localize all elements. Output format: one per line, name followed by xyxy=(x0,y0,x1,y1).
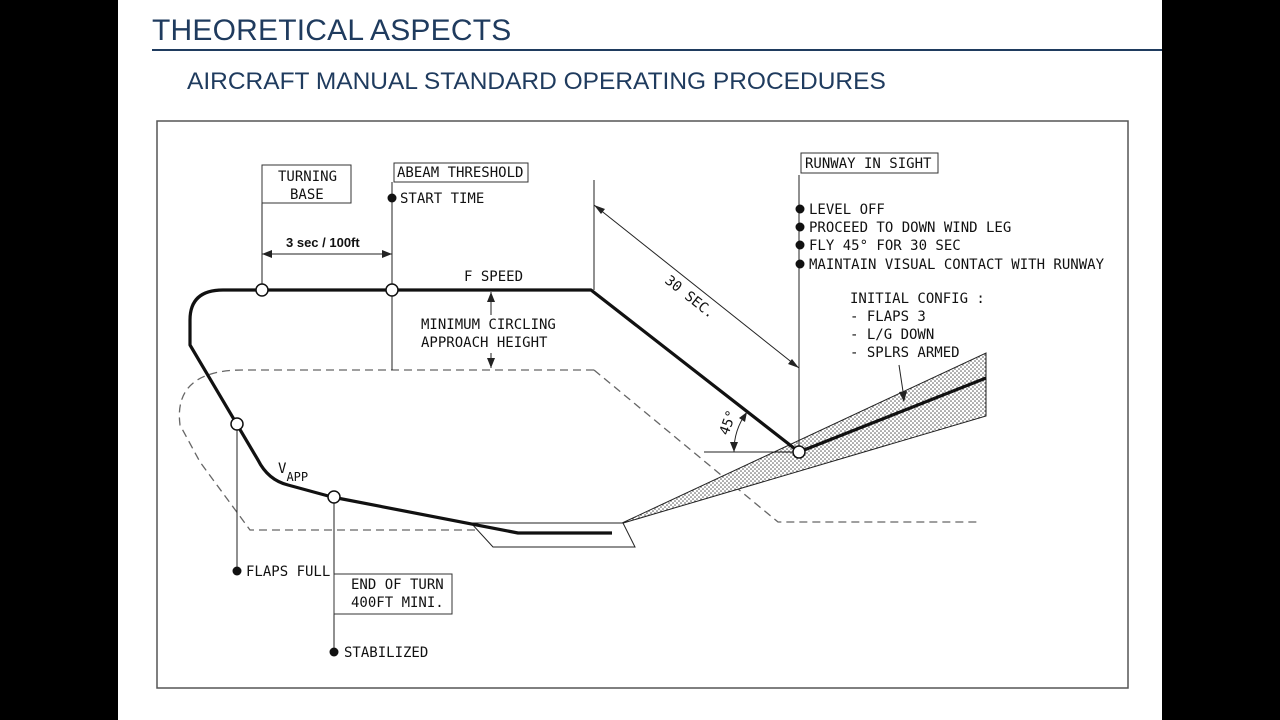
arrow-head xyxy=(899,391,907,402)
runway-in-sight-box xyxy=(800,152,939,174)
arrow-head xyxy=(730,442,738,452)
waypoint-turning-base xyxy=(255,283,269,297)
initial-config-spoilers: - SPLRS ARMED xyxy=(850,345,960,361)
waypoint-runway-in-sight xyxy=(792,445,806,459)
action-bullet xyxy=(795,222,805,232)
action-bullet xyxy=(795,204,805,214)
initial-config-gear: - L/G DOWN xyxy=(850,327,934,343)
arrow-head xyxy=(487,292,495,302)
abeam-threshold-label: ABEAM THRESHOLD xyxy=(397,165,523,181)
end-of-turn-label-1: END OF TURN xyxy=(351,577,444,593)
visual-segment-cone xyxy=(619,352,987,525)
thirty-sec-dimension-line xyxy=(593,204,800,369)
start-time-label: START TIME xyxy=(400,191,484,207)
arrow-head xyxy=(788,359,799,368)
initial-config-title: INITIAL CONFIG : xyxy=(850,291,985,307)
circling-approach-diagram: 3 sec / 100ft MINIMUM CIRCLING APPROACH … xyxy=(156,120,1129,689)
flaps-full-bullet xyxy=(232,566,242,576)
min-circling-label-2: APPROACH HEIGHT xyxy=(421,335,548,351)
turning-base-label-2: BASE xyxy=(290,187,324,203)
end-of-turn-box xyxy=(333,573,453,615)
arrow-head xyxy=(487,358,495,368)
flight-path xyxy=(188,288,800,535)
action-bullet xyxy=(795,240,805,250)
stabilized-bullet xyxy=(329,647,339,657)
flaps-full-label: FLAPS FULL xyxy=(246,564,330,580)
min-circling-label-1: MINIMUM CIRCLING xyxy=(421,317,556,333)
protected-area-dashed xyxy=(178,369,598,531)
action-visual-contact: MAINTAIN VISUAL CONTACT WITH RUNWAY xyxy=(809,257,1105,273)
arrow-head xyxy=(594,205,605,214)
action-fly-45: FLY 45° FOR 30 SEC xyxy=(809,238,961,254)
initial-config-flaps: - FLAPS 3 xyxy=(850,309,926,325)
runway-in-sight-label: RUNWAY IN SIGHT xyxy=(805,156,932,172)
arrow-head xyxy=(739,412,747,422)
action-level-off: LEVEL OFF xyxy=(809,202,885,218)
runway xyxy=(469,522,636,548)
stabilized-label: STABILIZED xyxy=(344,645,428,661)
timing-label: 3 sec / 100ft xyxy=(286,235,360,250)
abeam-threshold-box xyxy=(393,162,529,183)
vapp-label: VAPP xyxy=(278,461,308,484)
arrow-head xyxy=(382,250,392,258)
final-approach-path xyxy=(798,376,987,454)
start-time-bullet xyxy=(387,193,397,203)
waypoint-flaps-full xyxy=(230,417,244,431)
waypoint-abeam-threshold xyxy=(385,283,399,297)
action-downwind: PROCEED TO DOWN WIND LEG xyxy=(809,220,1011,236)
protected-area-dashed-right xyxy=(593,369,978,523)
action-bullet xyxy=(795,259,805,269)
turning-base-box xyxy=(261,164,352,204)
end-of-turn-label-2: 400FT MINI. xyxy=(351,595,444,611)
slide-title: THEORETICAL ASPECTS xyxy=(152,14,512,47)
slide-subtitle: AIRCRAFT MANUAL STANDARD OPERATING PROCE… xyxy=(187,68,886,95)
arrow-head xyxy=(262,250,272,258)
turning-base-label-1: TURNING xyxy=(278,169,337,185)
f-speed-label: F SPEED xyxy=(464,269,523,285)
waypoint-end-of-turn xyxy=(327,490,341,504)
height-label-bg xyxy=(418,315,558,353)
diagram-frame xyxy=(156,120,1129,689)
title-underline xyxy=(152,49,1162,51)
slide: THEORETICAL ASPECTS AIRCRAFT MANUAL STAN… xyxy=(118,0,1162,720)
